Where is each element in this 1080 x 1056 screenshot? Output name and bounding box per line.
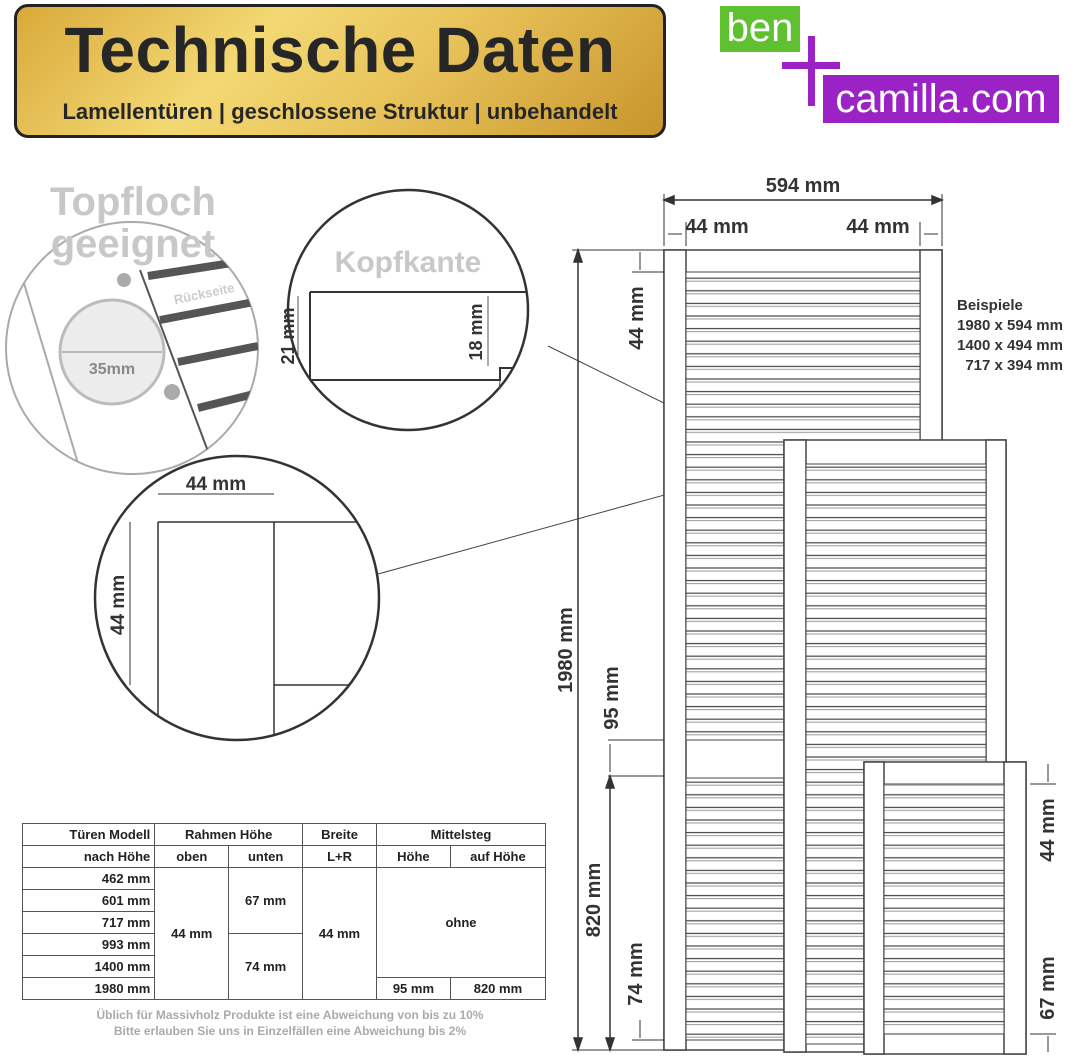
frame-right-label: 44 mm xyxy=(846,216,909,238)
table-cell: 993 mm xyxy=(21,933,156,956)
mid-rail-label: 95 mm xyxy=(601,666,623,729)
table-header: auf Höhe xyxy=(449,845,547,868)
table-cell: 44 mm xyxy=(302,867,377,1000)
logo-camilla: camilla.com xyxy=(823,75,1059,123)
kopfkante-detail: Kopfkante 21 mm 18 mm xyxy=(278,188,530,432)
page-title: Technische Daten xyxy=(64,14,616,86)
table-cell: 1400 mm xyxy=(21,955,156,978)
table-cell: ohne xyxy=(375,867,547,978)
topfloch-heading-1: Topfloch xyxy=(50,180,216,224)
examples-title: Beispiele xyxy=(957,297,1023,314)
kopfkante-heading: Kopfkante xyxy=(335,246,482,279)
table-cell: 74 mm xyxy=(228,933,304,1000)
examples-list: Beispiele 1980 x 594 mm 1400 x 494 mm 71… xyxy=(957,296,1063,376)
width-dimensions xyxy=(661,194,945,246)
table-cell: 820 mm xyxy=(449,977,547,1000)
table-cell: 44 mm xyxy=(154,867,230,1000)
height-dimensions xyxy=(572,247,1056,1053)
total-height-label: 1980 mm xyxy=(555,607,577,693)
example-item: 717 x 394 mm xyxy=(965,357,1063,374)
mid-rail-position-label: 820 mm xyxy=(583,863,605,938)
table-header: Höhe xyxy=(375,845,451,868)
example-item: 1400 x 494 mm xyxy=(957,337,1063,354)
topfloch-detail: Topfloch geeignet Rückseite 35mm xyxy=(5,180,259,475)
table-header: nach Höhe xyxy=(21,845,156,868)
total-width-label: 594 mm xyxy=(766,175,841,197)
frame-width-label: 44 mm xyxy=(186,474,246,495)
table-header: Mittelsteg xyxy=(375,823,547,846)
table-cell: 717 mm xyxy=(21,911,156,934)
kopfkante-height-step: 18 mm xyxy=(466,303,486,360)
table-header: oben xyxy=(154,845,230,868)
frame-detail: 44 mm 44 mm xyxy=(93,454,381,742)
small-top-rail-label: 44 mm xyxy=(1037,798,1059,861)
top-rail-label: 44 mm xyxy=(626,286,648,349)
footnote-line: Bitte erlauben Sie uns in Einzelfällen e… xyxy=(113,1024,467,1038)
spec-table: Türen Modell Rahmen Höhe Breite Mittelst… xyxy=(21,823,547,1000)
page-subtitle: Lamellentüren | geschlossene Struktur | … xyxy=(62,99,618,124)
logo-plus-bar xyxy=(782,62,840,69)
hole-diameter-label: 35mm xyxy=(89,361,135,378)
door-small xyxy=(863,761,1027,1055)
table-cell: 462 mm xyxy=(21,867,156,890)
footnote-line: Üblich für Massivholz Produkte ist eine … xyxy=(96,1008,484,1022)
table-header: Rahmen Höhe xyxy=(154,823,304,846)
table-cell: 67 mm xyxy=(228,867,304,934)
example-item: 1980 x 594 mm xyxy=(957,317,1063,334)
table-cell: 95 mm xyxy=(375,977,451,1000)
table-cell: 601 mm xyxy=(21,889,156,912)
bottom-rail-large-label: 74 mm xyxy=(625,942,647,1005)
table-cell: 1980 mm xyxy=(21,977,156,1000)
logo-plus-icon xyxy=(808,36,815,106)
frame-left-label: 44 mm xyxy=(685,216,748,238)
title-banner: Technische Daten Lamellentüren | geschlo… xyxy=(14,4,666,138)
table-header: Breite xyxy=(302,823,377,846)
topfloch-heading-2: geeignet xyxy=(51,222,215,266)
small-bottom-rail-label: 67 mm xyxy=(1037,956,1059,1019)
kopfkante-height-total: 21 mm xyxy=(278,307,298,364)
frame-height-label: 44 mm xyxy=(108,575,129,635)
table-header: L+R xyxy=(302,845,377,868)
logo-ben: ben xyxy=(720,6,800,52)
table-header: Türen Modell xyxy=(21,823,156,846)
table-header: unten xyxy=(228,845,304,868)
